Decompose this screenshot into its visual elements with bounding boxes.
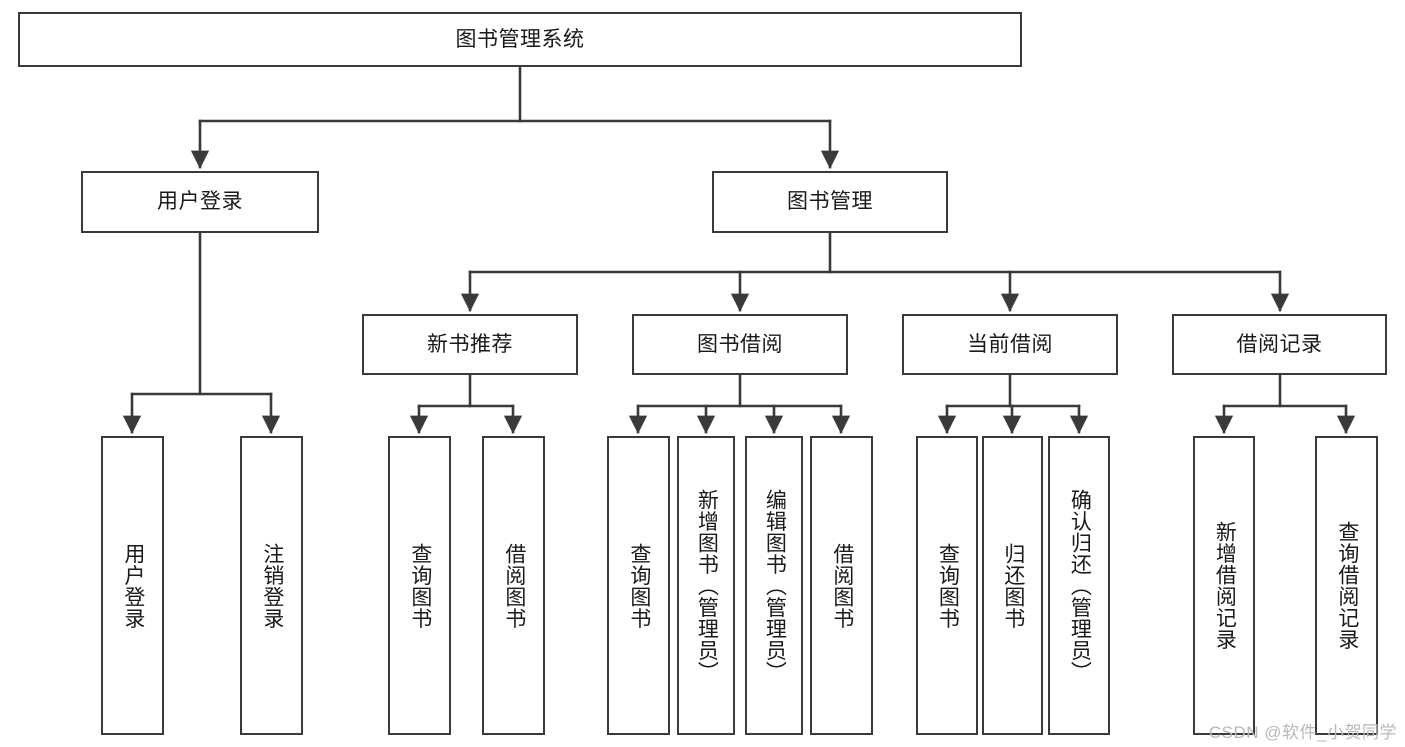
leaf-add-borrow-record-label: 新增借阅记录 <box>1213 521 1237 650</box>
leaf-query-books-current-label: 查询图书 <box>936 542 960 629</box>
leaf-add-book-admin-label: 新增图书（管理员） <box>695 488 719 683</box>
node-user-login-label: 用户登录 <box>157 190 243 214</box>
leaf-query-books-borrow[interactable]: 查询图书 <box>607 436 670 735</box>
node-root[interactable]: 图书管理系统 <box>18 12 1022 67</box>
node-user-login[interactable]: 用户登录 <box>81 171 319 233</box>
leaf-borrow-books-label: 借阅图书 <box>830 542 854 629</box>
leaf-query-borrow-record[interactable]: 查询借阅记录 <box>1315 436 1378 735</box>
node-borrow-record-label: 借阅记录 <box>1236 332 1323 356</box>
watermark: CSDN @软件_小贺同学 <box>1208 723 1397 742</box>
leaf-confirm-return-admin-label: 确认归还（管理员） <box>1068 488 1092 683</box>
leaf-edit-book-admin[interactable]: 编辑图书（管理员） <box>745 436 803 735</box>
leaf-edit-book-admin-label: 编辑图书（管理员） <box>763 488 787 683</box>
leaf-user-login-label: 用户登录 <box>121 542 145 629</box>
leaf-return-books-label: 归还图书 <box>1001 542 1025 629</box>
leaf-borrow-books-newbook-label: 借阅图书 <box>502 542 526 629</box>
leaf-borrow-books[interactable]: 借阅图书 <box>810 436 873 735</box>
leaf-add-book-admin[interactable]: 新增图书（管理员） <box>677 436 735 735</box>
leaf-return-books[interactable]: 归还图书 <box>982 436 1043 735</box>
node-new-book-recommend[interactable]: 新书推荐 <box>362 314 578 375</box>
node-book-management-label: 图书管理 <box>787 190 873 214</box>
leaf-query-books-newbook-label: 查询图书 <box>408 542 432 629</box>
node-borrow-record[interactable]: 借阅记录 <box>1172 314 1387 375</box>
leaf-query-books-newbook[interactable]: 查询图书 <box>388 436 451 735</box>
node-current-borrow[interactable]: 当前借阅 <box>902 314 1118 375</box>
node-book-borrow[interactable]: 图书借阅 <box>632 314 848 375</box>
node-new-book-recommend-label: 新书推荐 <box>427 332 513 356</box>
node-book-borrow-label: 图书借阅 <box>697 332 783 356</box>
leaf-logout-label: 注销登录 <box>260 542 284 629</box>
leaf-user-login[interactable]: 用户登录 <box>101 436 164 735</box>
leaf-logout[interactable]: 注销登录 <box>240 436 303 735</box>
leaf-add-borrow-record[interactable]: 新增借阅记录 <box>1193 436 1255 735</box>
leaf-query-borrow-record-label: 查询借阅记录 <box>1335 521 1359 650</box>
leaf-query-books-current[interactable]: 查询图书 <box>916 436 978 735</box>
leaf-query-books-borrow-label: 查询图书 <box>627 542 651 629</box>
node-book-management[interactable]: 图书管理 <box>712 171 948 233</box>
node-current-borrow-label: 当前借阅 <box>967 332 1053 356</box>
leaf-confirm-return-admin[interactable]: 确认归还（管理员） <box>1048 436 1110 735</box>
leaf-borrow-books-newbook[interactable]: 借阅图书 <box>482 436 545 735</box>
node-root-label: 图书管理系统 <box>455 27 585 51</box>
